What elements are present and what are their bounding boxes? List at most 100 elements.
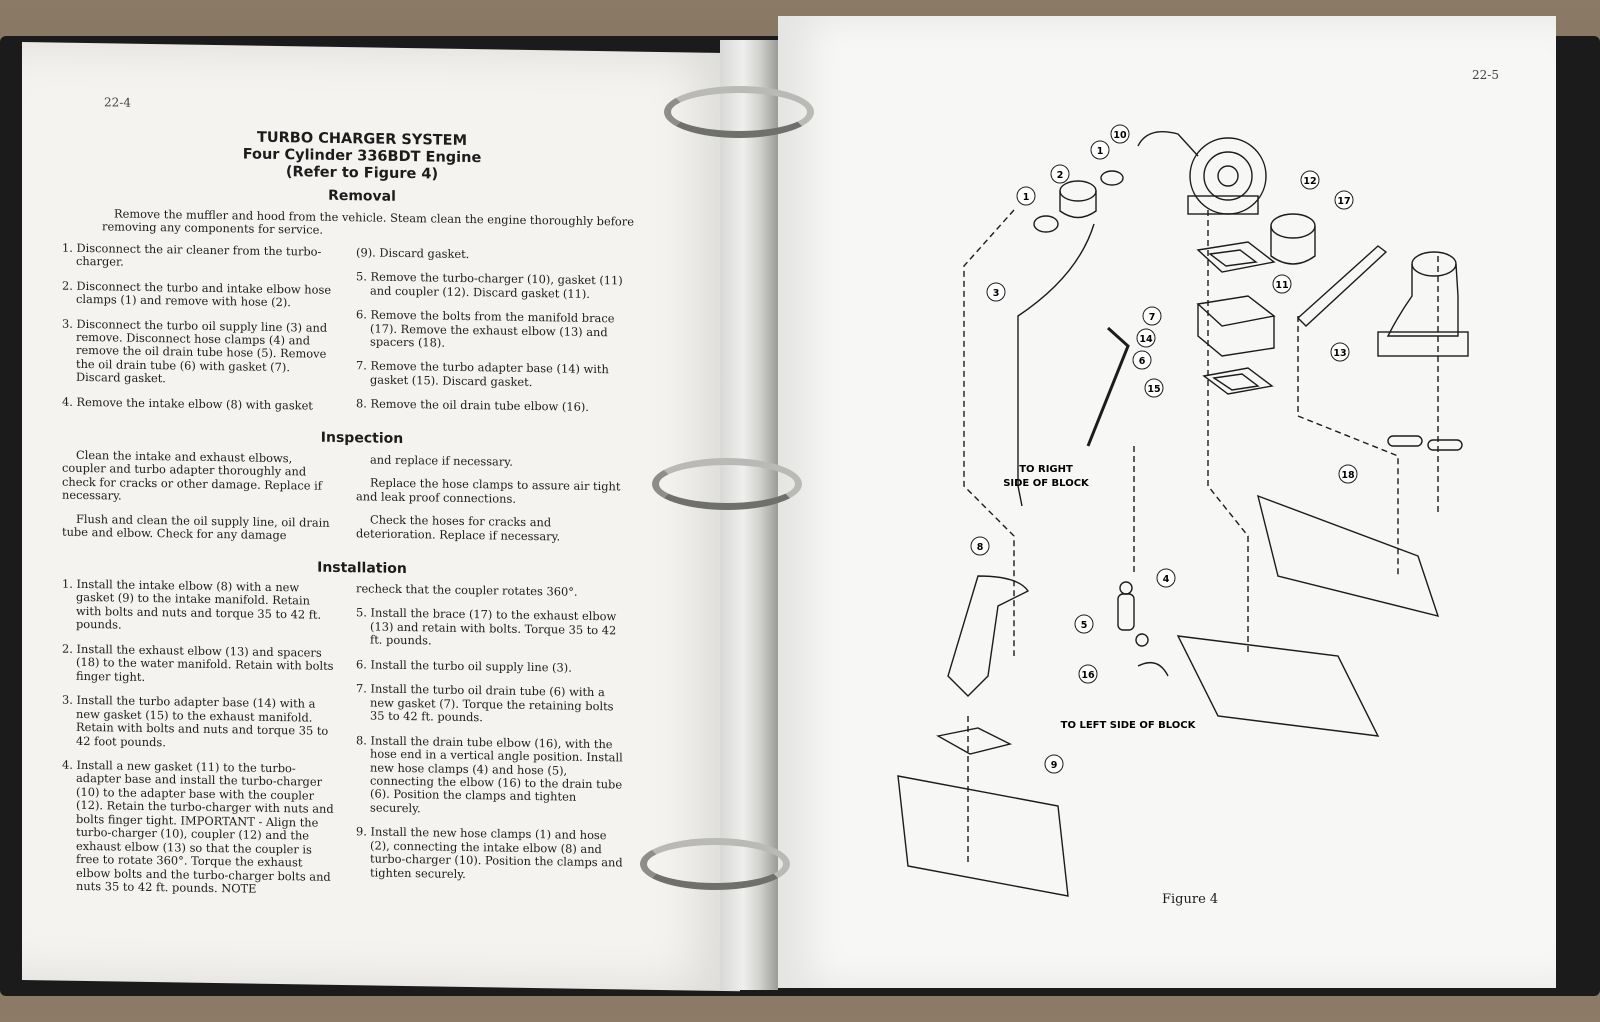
callout-label: 17	[1337, 196, 1350, 207]
installation-left-column: 1. Install the intake elbow (8) with a n…	[62, 576, 334, 909]
callout-12: 12	[1300, 170, 1320, 190]
drain-tube-elbow-part	[1137, 662, 1169, 677]
callout-label: 16	[1081, 670, 1095, 681]
right-page: 22-5	[778, 16, 1556, 988]
callout-label: 8	[977, 542, 984, 553]
manifold-brace-part	[1296, 245, 1388, 327]
oil-supply-line-part	[1017, 223, 1095, 507]
inspection-paragraph: Flush and clean the oil supply line, oil…	[62, 511, 330, 543]
installation-step: 6. Install the turbo oil supply line (3)…	[356, 657, 572, 675]
callout-label: 10	[1113, 130, 1127, 141]
left-page-number: 22-4	[104, 95, 131, 110]
inspection-heading: Inspection	[320, 429, 404, 448]
removal-step: 6. Remove the bolts from the manifold br…	[356, 307, 615, 350]
page-stack-edge	[720, 40, 778, 990]
callout-10: 10	[1110, 124, 1130, 144]
to-right-side-label-line1: TO RIGHT	[1019, 464, 1073, 475]
callout-label: 14	[1139, 334, 1153, 345]
dashed-line	[1207, 210, 1249, 656]
callout-label: 18	[1341, 470, 1355, 481]
oil-drain-tube-part	[1086, 326, 1130, 447]
left-page-content: TURBO CHARGER SYSTEM Four Cylinder 336BD…	[62, 127, 662, 914]
callout-8: 8	[970, 536, 990, 556]
hose-clamp-part	[1119, 581, 1133, 595]
to-right-side-label-line2: SIDE OF BLOCK	[1003, 478, 1090, 489]
to-left-side-label: TO LEFT SIDE OF BLOCK	[1061, 720, 1197, 731]
inspection-left-column: Clean the intake and exhaust elbows, cou…	[62, 448, 334, 553]
callout-3: 3	[986, 282, 1006, 302]
removal-step: 4. Remove the intake elbow (8) with gask…	[62, 394, 313, 413]
installation-step: 4. Install a new gasket (11) to the turb…	[62, 757, 334, 896]
callout-label: 4	[1163, 574, 1170, 585]
inspection-paragraph: Replace the hose clamps to assure air ti…	[356, 475, 621, 506]
installation-step: 9. Install the new hose clamps (1) and h…	[356, 824, 623, 881]
callout-18: 18	[1338, 464, 1358, 484]
figure-caption: Figure 4	[1162, 892, 1219, 907]
removal-step: 2. Disconnect the turbo and intake elbow…	[62, 278, 332, 310]
doc-title: TURBO CHARGER SYSTEM Four Cylinder 336BD…	[62, 127, 662, 188]
removal-heading: Removal	[328, 188, 396, 206]
removal-intro: Remove the muffler and hood from the veh…	[102, 206, 634, 238]
coupler-part	[1270, 213, 1316, 265]
inspection-paragraph: Check the hoses for cracks and deteriora…	[356, 512, 561, 544]
callout-1b: 1	[1090, 140, 1110, 160]
binder-ring-top	[664, 86, 814, 138]
callout-7: 7	[1142, 306, 1162, 326]
left-page: 22-4 TURBO CHARGER SYSTEM Four Cylinder …	[22, 42, 740, 992]
callout-6: 6	[1132, 350, 1152, 370]
hose-part	[1059, 180, 1097, 219]
callout-label: 3	[993, 288, 1000, 299]
removal-step: 3. Disconnect the turbo oil supply line …	[62, 316, 328, 386]
binder-ring-middle	[652, 458, 802, 510]
exhaust-manifold-part	[1176, 635, 1380, 737]
callout-label: 9	[1051, 760, 1058, 771]
inspection-paragraph: and replace if necessary.	[370, 452, 513, 469]
callout-13: 13	[1330, 342, 1350, 362]
dashed-line	[963, 209, 1015, 656]
callout-label: 11	[1275, 280, 1288, 291]
callout-2: 2	[1050, 164, 1070, 184]
callout-label: 1	[1097, 146, 1104, 157]
gasket-part	[1202, 367, 1274, 395]
turbocharger-part	[1137, 131, 1267, 215]
installation-step: 3. Install the turbo adapter base (14) w…	[62, 692, 329, 749]
callout-4: 4	[1156, 568, 1176, 588]
removal-left-column: 1. Disconnect the air cleaner from the t…	[62, 240, 334, 424]
callout-1: 1	[1016, 186, 1036, 206]
removal-step: (9). Discard gasket.	[356, 244, 470, 261]
callout-9: 9	[1044, 754, 1064, 774]
callout-16: 16	[1078, 664, 1098, 684]
removal-step: 7. Remove the turbo adapter base (14) wi…	[356, 358, 609, 389]
spacer-part	[1427, 439, 1463, 451]
installation-step: 1. Install the intake elbow (8) with a n…	[62, 576, 322, 632]
drain-hose-part	[1117, 593, 1135, 631]
installation-columns: 1. Install the intake elbow (8) with a n…	[62, 576, 662, 914]
removal-columns: 1. Disconnect the air cleaner from the t…	[62, 240, 662, 429]
callout-label: 15	[1147, 384, 1160, 395]
installation-step: 7. Install the turbo oil drain tube (6) …	[356, 681, 614, 725]
gasket-part	[936, 727, 1013, 755]
callout-15: 15	[1144, 378, 1164, 398]
right-page-number: 22-5	[1472, 68, 1499, 82]
removal-right-column: (9). Discard gasket. 5. Remove the turbo…	[356, 244, 628, 429]
hose-clamp-part	[1033, 215, 1059, 233]
removal-step: 8. Remove the oil drain tube elbow (16).	[356, 396, 589, 415]
callout-label: 6	[1139, 356, 1146, 367]
callout-5: 5	[1074, 614, 1094, 634]
callout-label: 13	[1333, 348, 1346, 359]
callout-label: 1	[1023, 192, 1030, 203]
binder-ring-bottom	[640, 838, 790, 890]
water-manifold-part	[1256, 494, 1440, 617]
inspection-paragraph: Clean the intake and exhaust elbows, cou…	[62, 447, 322, 503]
callout-markers: 1 1 2 3 4 5 6 7 8 9 10 11 12 13 14 15 16…	[970, 124, 1358, 774]
removal-step: 5. Remove the turbo-charger (10), gasket…	[356, 269, 623, 301]
inspection-right-column: and replace if necessary. Replace the ho…	[356, 452, 628, 558]
callout-label: 12	[1303, 176, 1316, 187]
installation-step: 5. Install the brace (17) to the exhaust…	[356, 605, 617, 648]
inspection-columns: Clean the intake and exhaust elbows, cou…	[62, 448, 662, 558]
callout-label: 5	[1081, 620, 1088, 631]
callout-11: 11	[1272, 274, 1292, 294]
callout-label: 7	[1149, 312, 1156, 323]
installation-right-column: recheck that the coupler rotates 360°. 5…	[356, 581, 628, 913]
callout-label: 2	[1057, 170, 1064, 181]
